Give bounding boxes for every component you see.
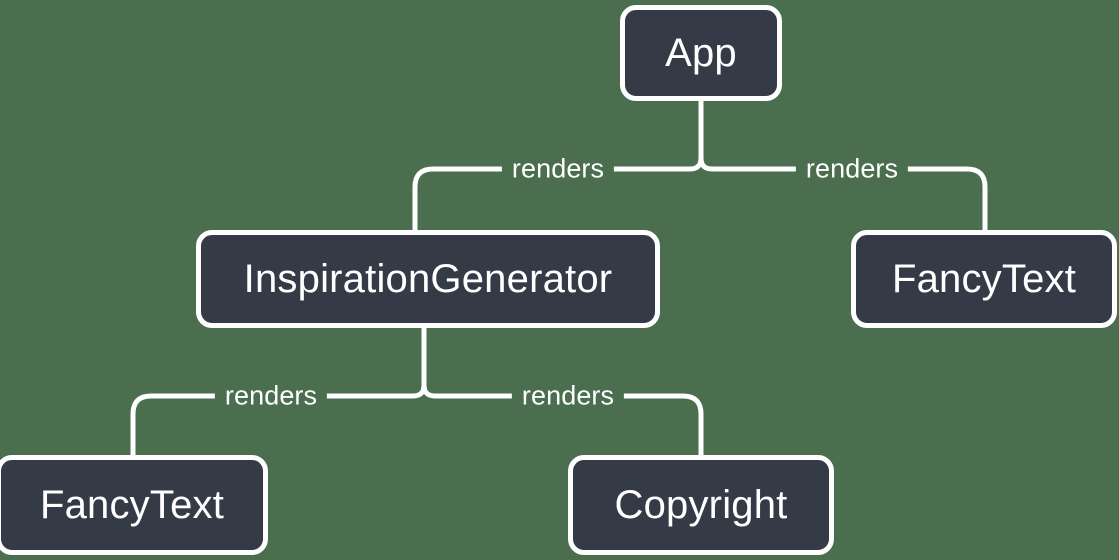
edge-label-app-to-inspiration-generator: renders (501, 153, 615, 185)
edge-label-app-to-fancytext-right: renders (795, 153, 909, 185)
connector-inspiration-generator-split-left (343, 384, 427, 399)
connector-inspiration-generator-split-right (421, 384, 505, 399)
node-app-label: App (665, 30, 737, 75)
connector-app-split-left (620, 157, 704, 172)
node-copyright[interactable]: Copyright (568, 455, 834, 555)
node-fancytext-left[interactable]: FancyText (0, 455, 268, 555)
node-inspiration-generator-label: InspirationGenerator (243, 256, 613, 301)
node-app[interactable]: App (620, 5, 782, 101)
edge-label-inspiration-generator-to-copyright: renders (511, 380, 625, 412)
connector-app-split-right (698, 157, 782, 172)
node-fancytext-right[interactable]: FancyText (851, 230, 1117, 328)
node-inspiration-generator[interactable]: InspirationGenerator (196, 230, 660, 328)
node-copyright-label: Copyright (614, 482, 788, 527)
edge-label-inspiration-generator-to-fancytext-left: renders (214, 380, 328, 412)
node-fancytext-right-label: FancyText (891, 256, 1077, 301)
node-fancytext-left-label: FancyText (39, 482, 225, 527)
